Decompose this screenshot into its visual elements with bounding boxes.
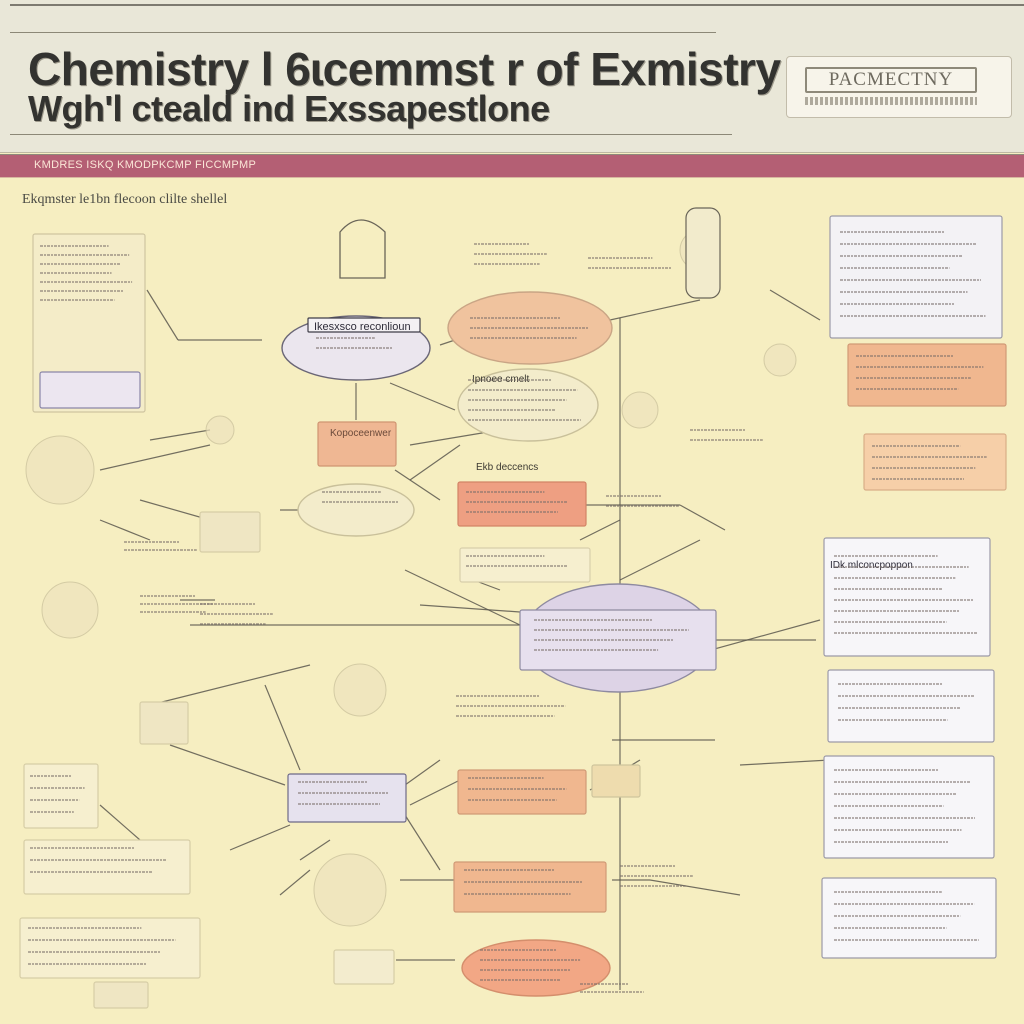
- connector-line: [149, 429, 211, 441]
- title-rule-top: [10, 32, 716, 33]
- connector-line: [409, 444, 461, 481]
- concept-box-red: [457, 481, 587, 527]
- info-card-right-3: [863, 433, 1007, 491]
- connector-line: [139, 499, 211, 521]
- info-card-mini-2: [139, 701, 189, 745]
- badge-text: PACMECTNY: [805, 67, 977, 93]
- info-card-right-5: [827, 669, 995, 743]
- info-card-right-2: [847, 343, 1007, 407]
- connector-line: [99, 804, 141, 841]
- node-label-title: Ikesxsco reconlioun: [314, 321, 411, 333]
- concept-box-lavender-left: [287, 773, 407, 823]
- connector-line: [264, 684, 301, 771]
- info-card-right-1: [829, 215, 1003, 339]
- connector-line: [404, 759, 441, 786]
- concept-oval-label-box: [307, 317, 421, 333]
- node-label-label3: Ekb deccencs: [476, 462, 538, 473]
- text-placeholders: [28, 231, 987, 993]
- info-card-left-2: [23, 763, 99, 829]
- info-card-mini-1: [199, 511, 261, 553]
- sketch-blob: [333, 663, 387, 717]
- sketch-blob: [41, 581, 99, 639]
- section-bar: KMDRES ISKQ KMODPKCMP FICCMPMP: [0, 154, 1024, 178]
- connector-line: [649, 879, 741, 896]
- concept-oval-salmon-bottom: [461, 939, 611, 997]
- sketch-blob: [25, 435, 95, 505]
- connector-line: [419, 604, 521, 613]
- concept-oval-cream: [457, 368, 599, 442]
- badge-stripe: [805, 97, 977, 105]
- connector-line: [609, 299, 701, 321]
- concept-box-cream: [459, 547, 591, 583]
- concept-oval-cream-left: [297, 483, 415, 537]
- header: Chemistry l 6ɩcemmst r of Exmistry Wgh'l…: [0, 0, 1024, 153]
- connector-line: [404, 569, 521, 626]
- info-card-left-5: [93, 981, 149, 1009]
- connector-line: [619, 539, 701, 581]
- info-card-left-4: [19, 917, 201, 979]
- connector-line: [579, 519, 621, 541]
- connector-line: [149, 664, 311, 706]
- info-card-mini-3: [333, 949, 395, 985]
- concept-box-salmon-low: [453, 861, 607, 913]
- section-label: Ekqmster le1bn flecoon clilte shellel: [22, 192, 228, 207]
- connector-line: [299, 839, 331, 861]
- connector-line: [409, 779, 461, 806]
- flask-sketch: [685, 207, 721, 299]
- header-top-rule: [10, 4, 1024, 6]
- node-label-label2: Kopoceenwer: [330, 428, 392, 439]
- sketch-blob: [621, 391, 659, 429]
- connector-line: [769, 289, 821, 321]
- apparatus-sketch: [339, 219, 386, 279]
- concept-box-salmon-mid: [457, 769, 587, 815]
- info-card-left-footer: [39, 371, 141, 409]
- connector-line: [169, 744, 286, 786]
- page-subtitle: Wgh'l cteald ind Exssapestlone: [28, 88, 550, 129]
- section-bar-text: KMDRES ISKQ KMODPKCMP FICCMPMP: [34, 159, 257, 171]
- connector-line: [739, 759, 831, 766]
- sketch-blob: [313, 853, 387, 927]
- connector-line: [279, 869, 311, 896]
- info-card-right-7: [821, 877, 997, 959]
- node-label-label5: IDk mlconcpoppon: [830, 560, 913, 571]
- info-card-left: [32, 233, 146, 413]
- sketch-blob: [205, 415, 235, 445]
- concept-box-salmon: [317, 421, 397, 467]
- connector-line: [99, 519, 151, 541]
- connector-line: [679, 504, 726, 531]
- connector-line: [394, 469, 441, 501]
- title-rule-bottom: [10, 134, 732, 135]
- page-title: Chemistry l 6ɩcemmst r of Exmistry: [28, 43, 781, 95]
- badge-logo: PACMECTNY: [786, 56, 1012, 118]
- connector-line: [229, 824, 291, 851]
- concept-box-small: [591, 764, 641, 798]
- connector-line: [99, 444, 211, 471]
- connector-lines: [99, 289, 831, 990]
- info-card-left-3: [23, 839, 191, 895]
- connector-line: [146, 289, 179, 341]
- connector-line: [389, 382, 456, 411]
- connector-line: [404, 814, 441, 871]
- sketch-blob: [763, 343, 797, 377]
